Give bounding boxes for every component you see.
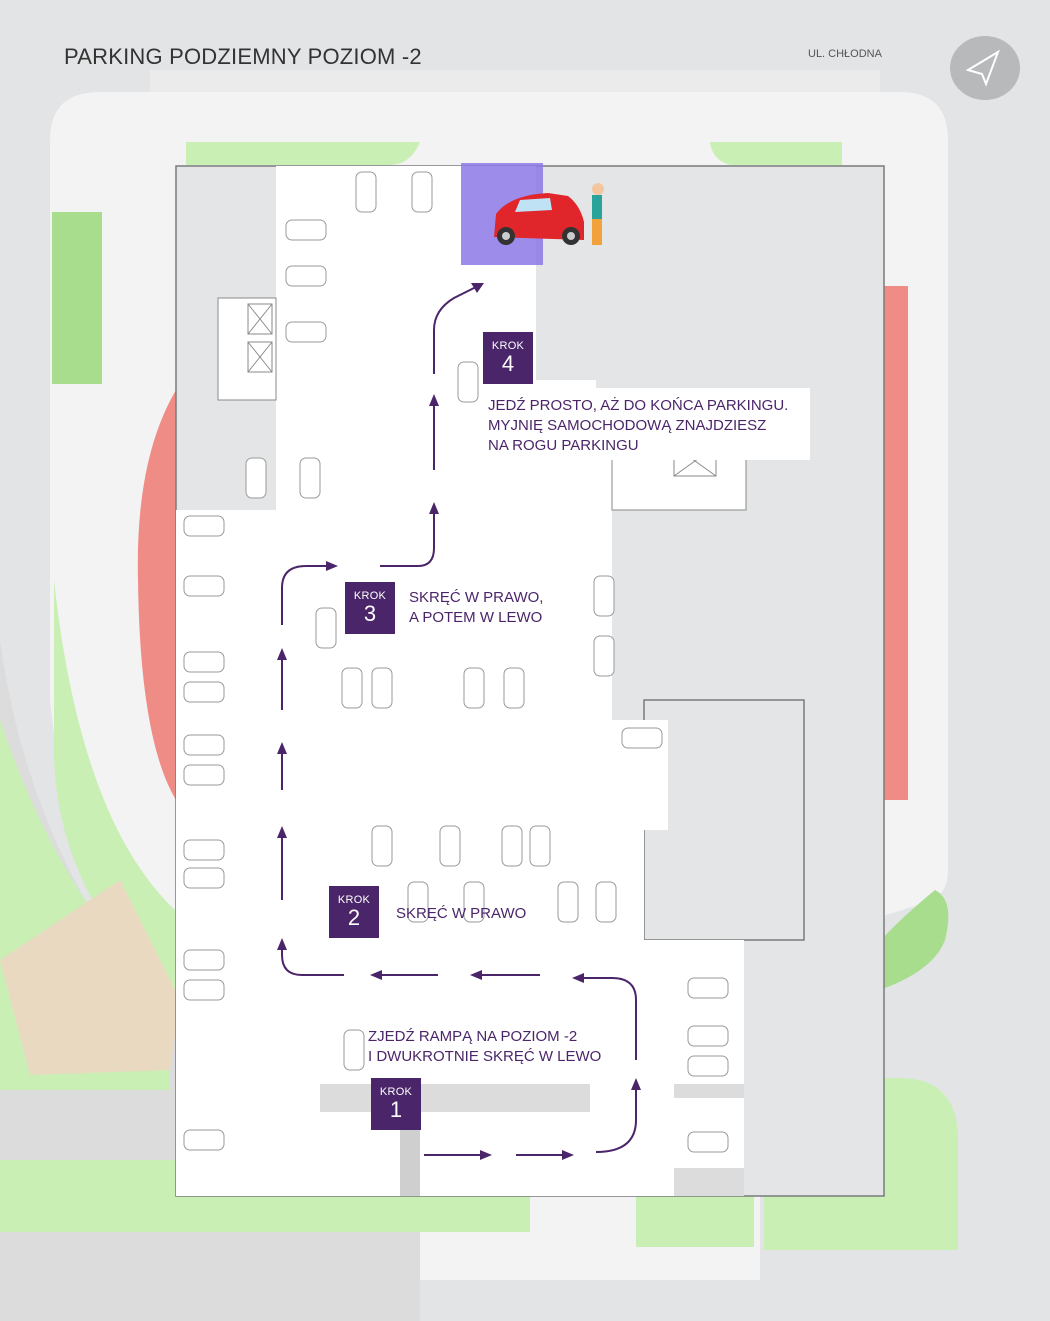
garden-plaza [0, 880, 180, 1075]
elevator-1 [247, 303, 273, 335]
parked-car [557, 881, 579, 923]
parked-car [341, 667, 363, 709]
page-title: PARKING PODZIEMNY POZIOM -2 [64, 44, 422, 69]
parked-car [183, 839, 225, 861]
parked-car [183, 764, 225, 786]
parked-car [343, 1029, 365, 1071]
parked-car [501, 825, 523, 867]
step-1-badge: KROK 1 [371, 1078, 421, 1130]
parked-car [463, 667, 485, 709]
step-3-text: SKRĘĆ W PRAWO, A POTEM W LEWO [409, 589, 544, 626]
step-number: 1 [389, 1097, 403, 1122]
parked-car [371, 667, 393, 709]
step-badge-label: KROK [353, 590, 387, 602]
building-red-left [137, 390, 176, 800]
green-left-strip [52, 212, 102, 384]
parked-car [183, 681, 225, 703]
parked-car [457, 361, 479, 403]
car-wash-icon [494, 183, 604, 245]
step-badge-label: KROK [337, 894, 371, 906]
parked-car [245, 457, 267, 499]
parked-car [593, 575, 615, 617]
parked-car [411, 171, 433, 213]
ramp-wall [320, 1084, 590, 1112]
parked-car [687, 1131, 729, 1153]
step-4-text: JEDŹ PROSTO, AŻ DO KOŃCA PARKINGU. MYJNI… [480, 388, 810, 460]
street-top [150, 70, 880, 92]
parked-car [687, 977, 729, 999]
wall-right-2 [674, 1168, 744, 1196]
parked-car [183, 651, 225, 673]
ramp-entry [400, 1112, 420, 1196]
step-number: 3 [363, 601, 377, 626]
parked-car [285, 321, 327, 343]
step-1-text: ZJEDŹ RAMPĄ NA POZIOM -2 I DWUKROTNIE SK… [368, 1028, 602, 1065]
stair-core [217, 297, 277, 401]
parked-car [463, 881, 485, 923]
parked-car [183, 575, 225, 597]
parked-car [183, 867, 225, 889]
parked-car [183, 979, 225, 1001]
compass [950, 36, 1020, 100]
parked-car [687, 1055, 729, 1077]
parked-car [285, 265, 327, 287]
step-badge-label: KROK [491, 340, 525, 352]
step-4-badge: KROK 4 [483, 332, 533, 384]
parked-car [595, 881, 617, 923]
elevator-2 [247, 341, 273, 373]
north-arrow-icon [965, 49, 1000, 87]
parked-car [439, 825, 461, 867]
parked-car [355, 171, 377, 213]
step-2-text: SKRĘĆ W PRAWO [396, 905, 527, 922]
parked-car [503, 667, 525, 709]
green-top-left [186, 142, 420, 165]
route-arrowheads [277, 283, 641, 1160]
route-path [281, 284, 637, 1156]
green-bottom-center [636, 1195, 754, 1247]
road-curve [0, 640, 420, 1321]
step-number: 2 [347, 905, 361, 930]
parked-car [183, 1129, 225, 1151]
street-label: UL. CHŁODNA [808, 48, 882, 60]
parked-car [299, 457, 321, 499]
parked-car [285, 219, 327, 241]
parked-car [371, 825, 393, 867]
step-number: 4 [501, 351, 515, 376]
step-2-badge: KROK 2 [329, 886, 379, 938]
parked-car [593, 635, 615, 677]
building-red-right [884, 286, 908, 800]
parked-car [687, 1025, 729, 1047]
parked-car [183, 515, 225, 537]
step-badge-label: KROK [379, 1086, 413, 1098]
parked-car [183, 734, 225, 756]
parking-floor [176, 166, 744, 1196]
parked-car [621, 727, 663, 749]
parked-car [407, 881, 429, 923]
parked-car [529, 825, 551, 867]
parked-car [183, 949, 225, 971]
green-left-curve [54, 580, 175, 1000]
parked-car [315, 607, 337, 649]
green-top-right [710, 142, 842, 165]
wall-right-1 [674, 1084, 744, 1098]
step-3-badge: KROK 3 [345, 582, 395, 634]
